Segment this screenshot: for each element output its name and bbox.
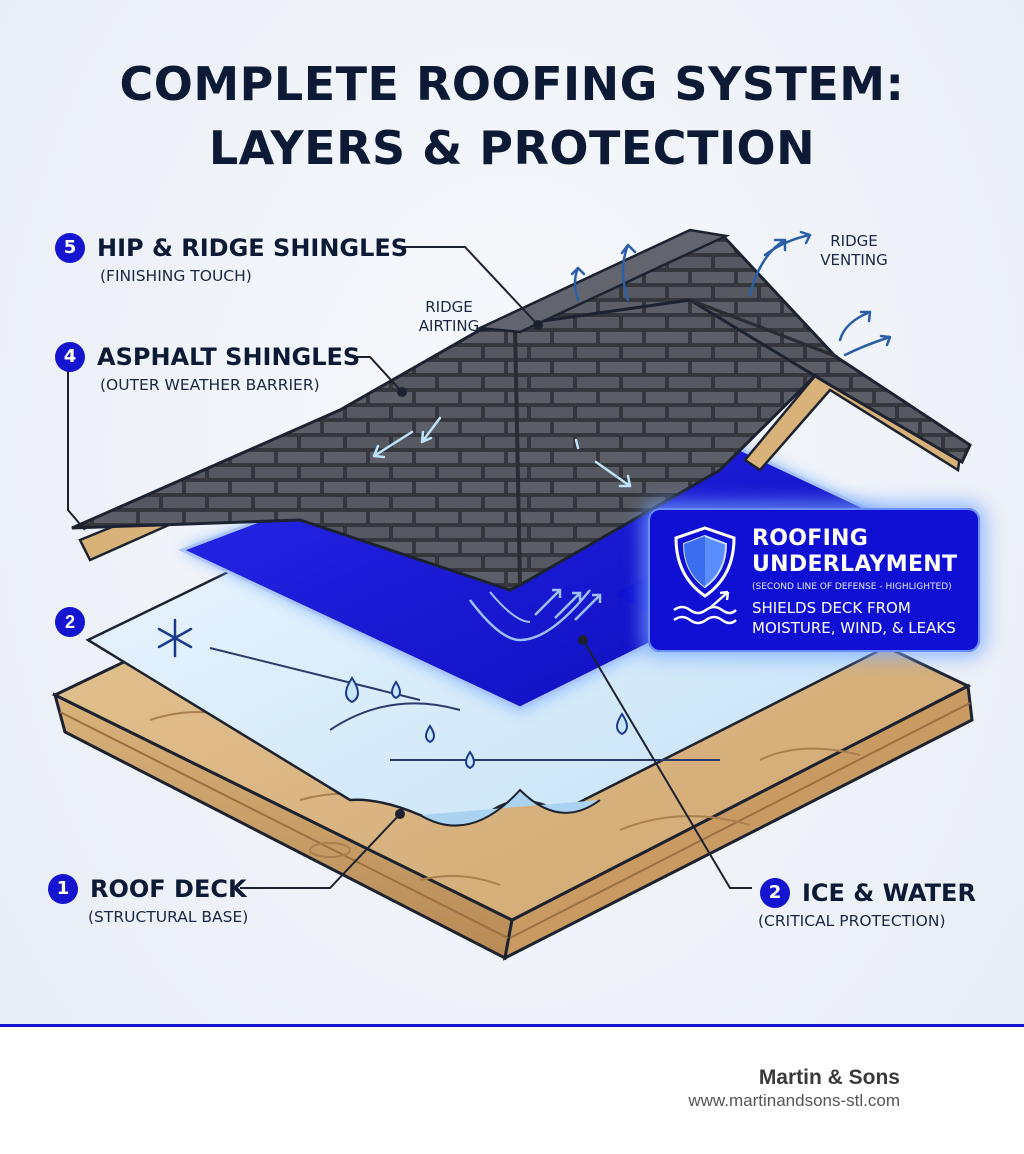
ridge-vent-arrows	[570, 230, 892, 357]
label-membrane-marker: 2	[55, 607, 97, 637]
label-subtitle: (FINISHING TOUCH)	[100, 267, 252, 285]
label-title: ROOF DECK	[90, 875, 247, 903]
callout-pointer	[616, 574, 650, 614]
title-line-2: LAYERS & PROTECTION	[208, 121, 816, 175]
label-hip-ridge-shingles: 5 HIP & RIDGE SHINGLES (FINISHING TOUCH)	[55, 233, 408, 287]
leader-dot	[395, 809, 405, 819]
footer	[0, 1024, 1024, 1154]
callout-description: SHIELDS DECK FROM MOISTURE, WIND, & LEAK…	[752, 599, 956, 637]
callout-title: ROOFING UNDERLAYMENT	[752, 526, 958, 577]
brand-block: Martin & Sons www.martinandsons-stl.com	[688, 1066, 900, 1112]
ridge-airting-label: RIDGE AIRTING	[418, 298, 480, 335]
brand-url: www.martinandsons-stl.com	[688, 1091, 900, 1110]
label-title: ICE & WATER	[802, 879, 976, 907]
water-drop-icon	[345, 676, 628, 770]
label-subtitle: (CRITICAL PROTECTION)	[758, 912, 946, 930]
brand-name: Martin & Sons	[758, 1066, 900, 1089]
step-number: 2	[760, 878, 790, 908]
page-title: COMPLETE ROOFING SYSTEM: LAYERS & PROTEC…	[0, 52, 1024, 180]
label-subtitle: (OUTER WEATHER BARRIER)	[100, 376, 320, 394]
step-number: 1	[48, 874, 78, 904]
snowflake-icon	[157, 618, 193, 658]
roof-layers-illustration	[51, 228, 974, 961]
label-title: HIP & RIDGE SHINGLES	[97, 234, 409, 262]
label-subtitle: (STRUCTURAL BASE)	[88, 908, 249, 926]
callout-note: (SECOND LINE OF DEFENSE - HIGHLIGHTED)	[752, 582, 952, 592]
leader-dot	[397, 387, 407, 397]
label-asphalt-shingles: 4 ASPHALT SHINGLES (OUTER WEATHER BARRIE…	[55, 342, 360, 396]
roof-shingles	[71, 228, 972, 592]
step-number: 4	[55, 342, 85, 372]
underlayment-callout: ROOFING UNDERLAYMENT (SECOND LINE OF DEF…	[648, 508, 980, 652]
step-number: 5	[55, 233, 85, 263]
label-roof-deck: 1 ROOF DECK (STRUCTURAL BASE)	[48, 874, 248, 928]
shield-icon	[673, 526, 737, 625]
label-ice-water: 2 ICE & WATER (CRITICAL PROTECTION)	[758, 878, 976, 932]
leader-dot	[578, 635, 588, 645]
label-title: ASPHALT SHINGLES	[97, 343, 361, 371]
title-line-1: COMPLETE ROOFING SYSTEM:	[119, 57, 905, 111]
ridge-venting-label: RIDGE VENTING	[820, 232, 888, 269]
leader-dot	[533, 320, 543, 330]
step-number: 2	[55, 607, 85, 637]
leader-lines	[67, 246, 752, 889]
